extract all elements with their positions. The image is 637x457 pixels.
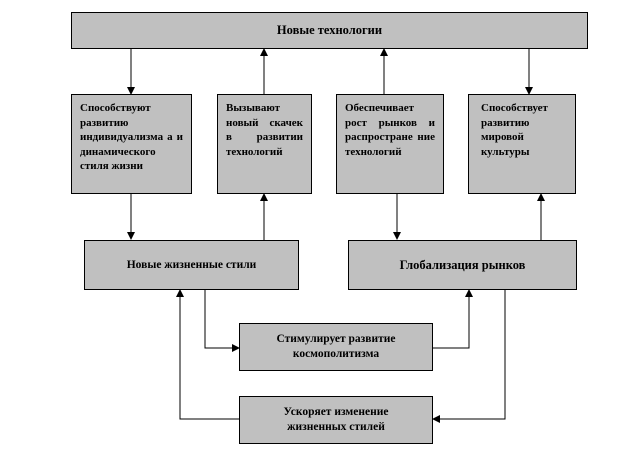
cosmopolitanism-label: Стимулирует развитие космополитизма bbox=[276, 333, 396, 360]
box-cosmopolitanism: Стимулирует развитие космополитизма bbox=[239, 323, 433, 371]
arrow-globalization-to-accelerate bbox=[432, 289, 506, 423]
box-market-globalization: Глобализация рынков bbox=[348, 240, 577, 290]
effect-tech-leap-label: Вызывают новый скачек в развитии техноло… bbox=[226, 102, 303, 158]
box-effect-market-growth: Обеспечивает рост рынков и распростране … bbox=[336, 94, 444, 194]
box-effect-world-culture: Способствует развитию мировой культуры bbox=[468, 94, 576, 194]
box-new-technologies: Новые технологии bbox=[71, 12, 588, 49]
accelerate-lifestyles-label: Ускоряет изменение жизненных стилей bbox=[283, 406, 389, 433]
effect-market-growth-label: Обеспечивает рост рынков и распростране … bbox=[345, 102, 435, 158]
new-technologies-label: Новые технологии bbox=[276, 23, 383, 37]
effect-individualism-label: Способствуют развитию индивидуализма а и… bbox=[80, 102, 183, 172]
market-globalization-label: Глобализация рынков bbox=[399, 257, 526, 272]
box-accelerate-lifestyles: Ускоряет изменение жизненных стилей bbox=[239, 396, 433, 444]
new-lifestyles-label: Новые жизненные стили bbox=[126, 258, 257, 271]
arrow-lifestyles-to-cosmo bbox=[204, 289, 240, 352]
box-effect-individualism: Способствуют развитию индивидуализма а и… bbox=[71, 94, 192, 194]
arrow-accelerate-to-lifestyles bbox=[176, 289, 239, 420]
box-new-lifestyles: Новые жизненные стили bbox=[84, 240, 299, 290]
box-effect-tech-leap: Вызывают новый скачек в развитии техноло… bbox=[217, 94, 312, 194]
arrow-cosmo-to-globalization bbox=[433, 289, 473, 349]
effect-world-culture-label: Способствует развитию мировой культуры bbox=[481, 102, 548, 158]
